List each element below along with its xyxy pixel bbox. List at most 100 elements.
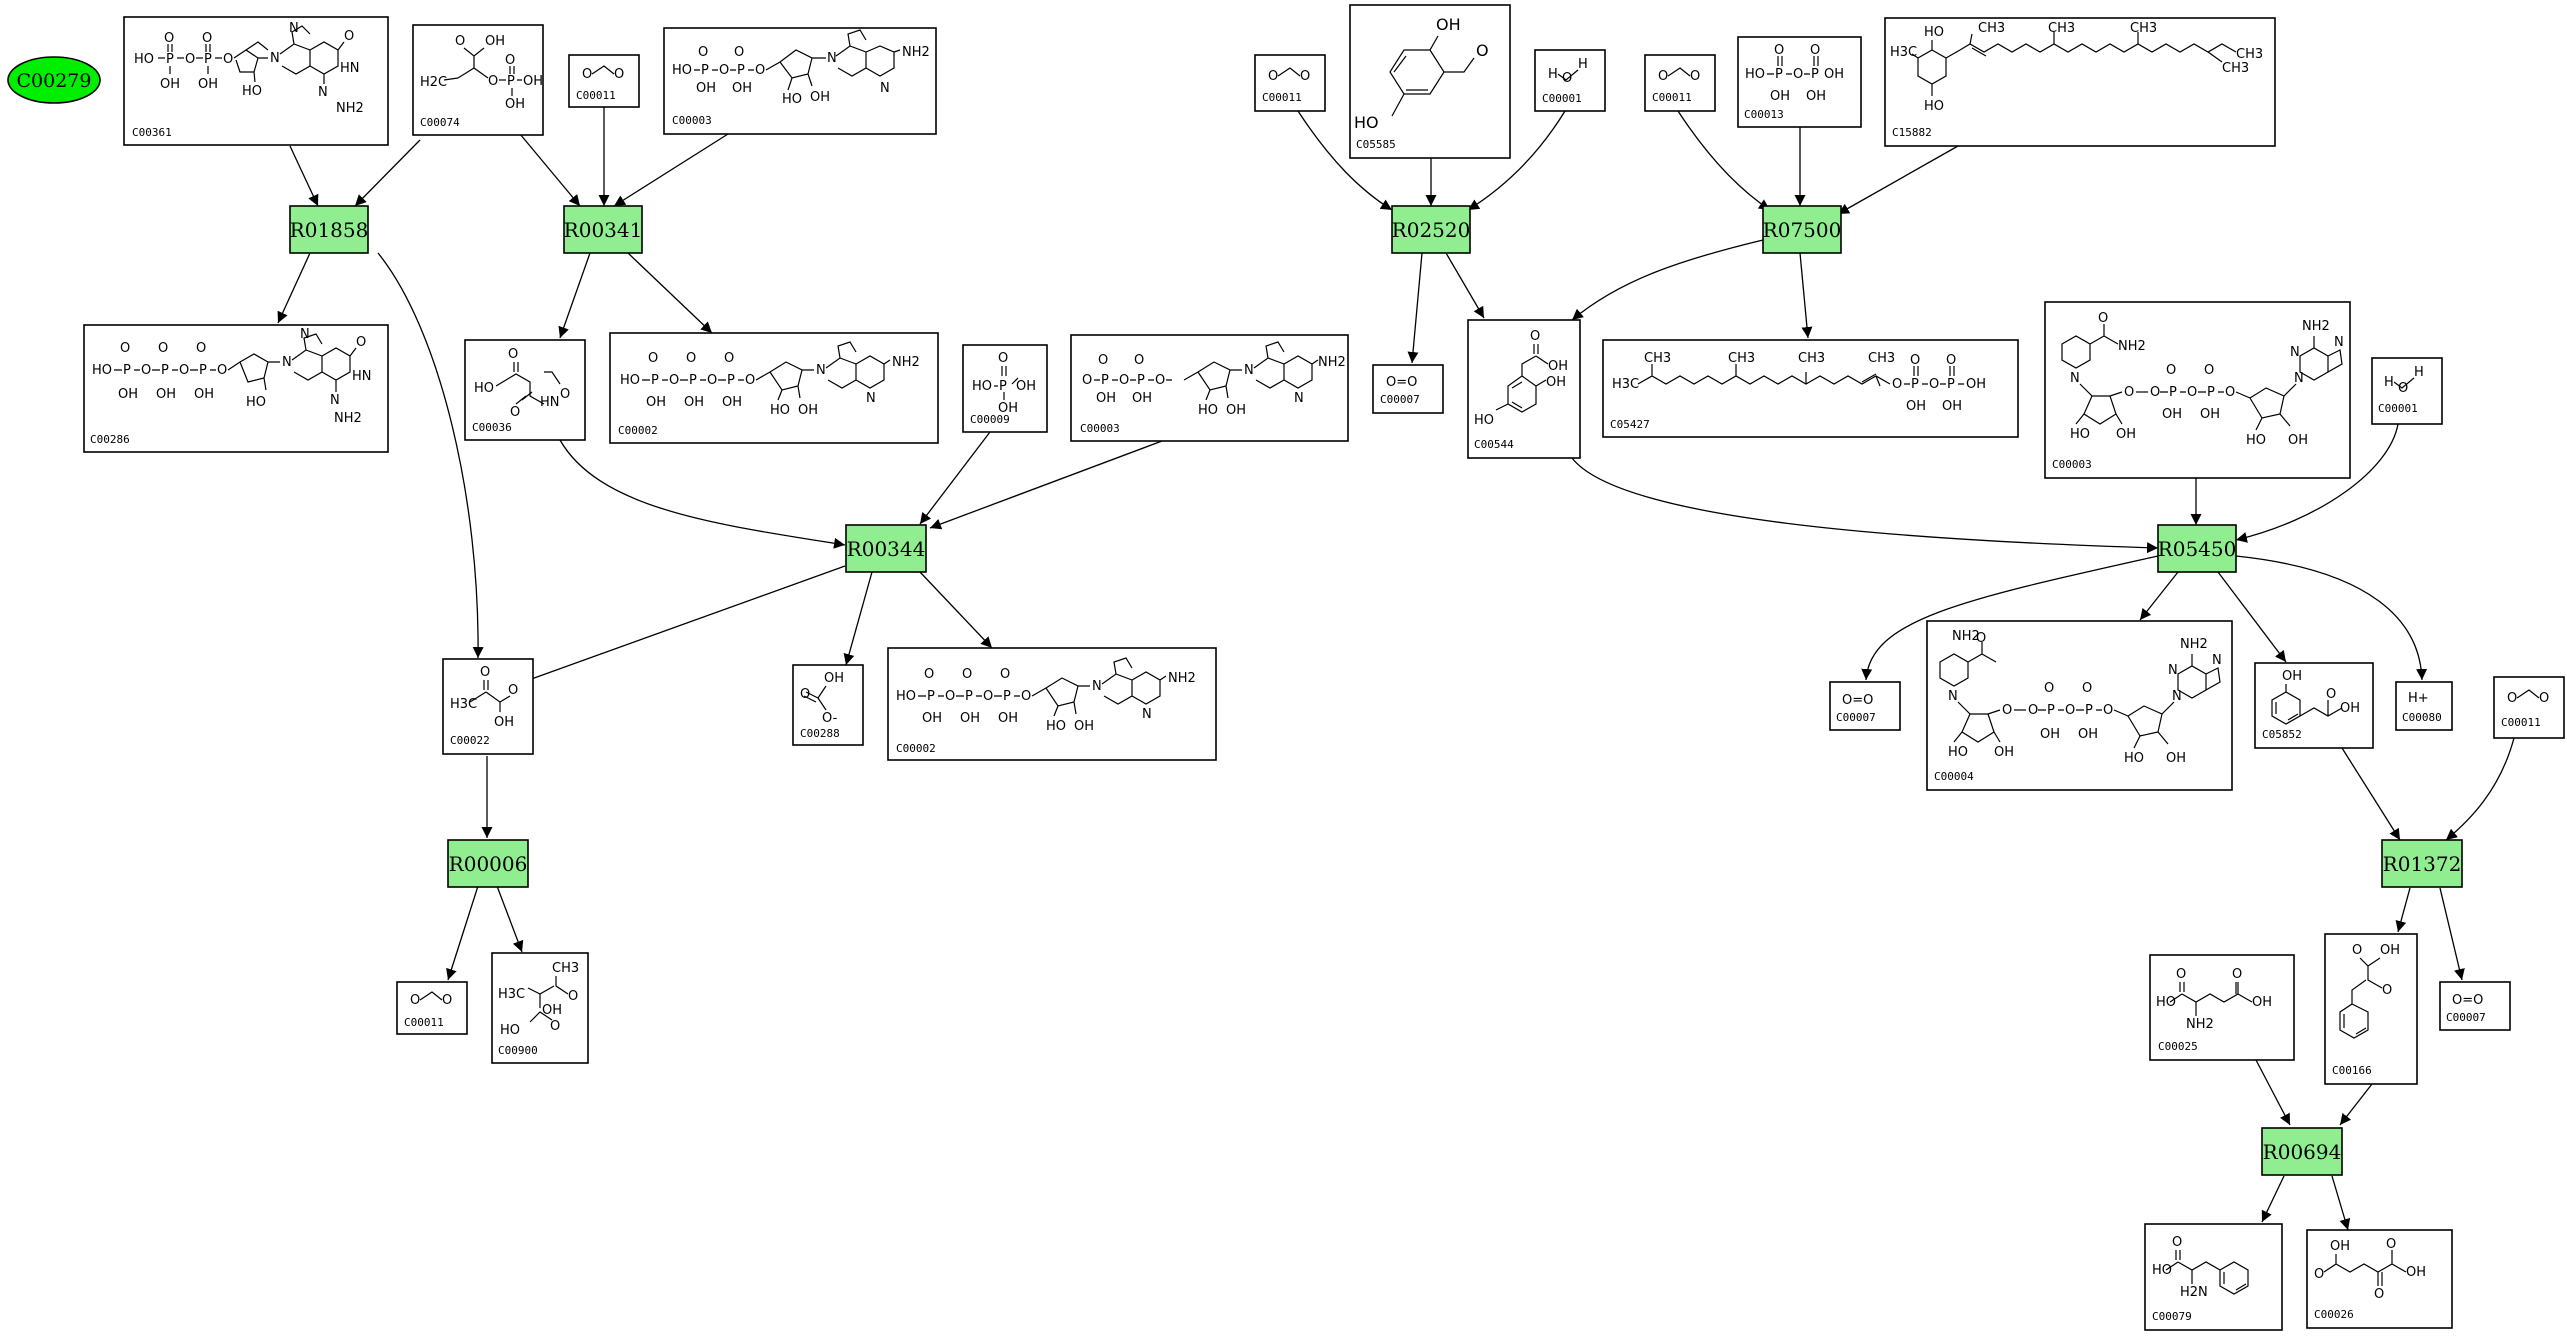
svg-text:OH: OH (1436, 15, 1461, 34)
structure-c00011: O O (2507, 689, 2549, 706)
svg-text:N: N (300, 327, 310, 342)
svg-text:N: N (1244, 363, 1254, 378)
compound-c00080[interactable]: H+ C00080 (2395, 681, 2453, 731)
compound-c00001-b[interactable]: H O H C00001 (2371, 357, 2443, 425)
compound-c00544[interactable]: O OH OH HO C00544 (1467, 319, 1581, 459)
edge-c00001b-r05450 (2235, 423, 2399, 543)
svg-text:O: O (2382, 983, 2392, 998)
compound-label: C00013 (1744, 108, 1784, 121)
edge-r00694-c00079 (2261, 1175, 2285, 1223)
compound-c00003-c[interactable]: O NH2 N HO OH O O P O P O O O OH OH HO O… (2044, 301, 2351, 479)
compound-c00011-a[interactable]: O O C00011 (568, 54, 640, 108)
reaction-r00694[interactable]: R00694 (2261, 1127, 2343, 1176)
svg-text:OH: OH (998, 401, 1018, 416)
svg-text:O: O (568, 989, 578, 1004)
compound-label: C00003 (1080, 422, 1120, 435)
edge-r05450-c05852 (2217, 571, 2287, 663)
compound-label: C00011 (1652, 91, 1692, 104)
compound-label: C00003 (672, 114, 712, 127)
compound-c05427[interactable]: H3C CH3 CH3 CH3 CH3 O P O P OH O O OH OH… (1602, 339, 2019, 438)
compound-c00007-c[interactable]: O=O C00007 (2439, 981, 2511, 1031)
reaction-r05450[interactable]: R05450 (2157, 524, 2237, 573)
reaction-r02520[interactable]: R02520 (1391, 205, 1471, 254)
compound-c00003-b[interactable]: O P O P O O O OH OH HO OH N NH2 N C00003 (1070, 334, 1349, 442)
svg-text:N: N (2168, 663, 2178, 678)
svg-text:NH2: NH2 (2302, 319, 2330, 334)
svg-text:O: O (2098, 311, 2108, 326)
compound-c00025[interactable]: O HO O OH NH2 C00025 (2149, 954, 2295, 1061)
structure-c00003-c: O NH2 N HO OH O O P O P O O O OH OH HO O… (2061, 311, 2344, 448)
svg-text:O: O (2002, 703, 2012, 718)
reaction-r00344[interactable]: R00344 (845, 524, 927, 573)
svg-text:O: O (1021, 689, 1031, 704)
svg-text:O: O (2386, 1237, 2396, 1252)
structure-c00001: H O H (1548, 57, 1588, 86)
compound-c00011-e[interactable]: O O C00011 (2493, 676, 2565, 739)
svg-text:O: O (698, 45, 708, 60)
compound-c00026[interactable]: OH O O OH O C00026 (2306, 1229, 2453, 1329)
svg-text:O: O (1929, 377, 1939, 392)
svg-text:OH: OH (485, 34, 505, 49)
reaction-r01372[interactable]: R01372 (2381, 839, 2463, 888)
svg-text:CH3: CH3 (2236, 47, 2263, 62)
compound-c00011-b[interactable]: O O C00011 (396, 981, 468, 1035)
compound-c00002-a[interactable]: HO P O P O P O O O O OH OH OH HO OH N NH… (609, 332, 939, 444)
edge-c00011d-r07500 (1677, 110, 1771, 211)
compound-c00022[interactable]: O H3C O OH C00022 (442, 658, 534, 755)
svg-text:OH: OH (998, 711, 1018, 726)
compound-c05585[interactable]: OH O HO C05585 (1349, 4, 1511, 159)
compound-c00007-b[interactable]: O=O C00007 (1829, 681, 1901, 731)
svg-text:O: O (141, 363, 151, 378)
svg-text:HO: HO (972, 379, 992, 394)
svg-text:OH: OH (2330, 1239, 2350, 1254)
compound-c00074[interactable]: O OH H2C O P OH O OH C00074 (412, 24, 544, 136)
compound-c00036[interactable]: O HO O HN O C00036 (464, 339, 586, 441)
svg-text:O: O (1810, 43, 1820, 58)
svg-text:HO: HO (782, 92, 802, 107)
svg-text:OH: OH (494, 715, 514, 730)
svg-text:OH: OH (1770, 89, 1790, 104)
compound-c00011-c[interactable]: O O C00011 (1254, 54, 1326, 112)
svg-text:N: N (2070, 371, 2080, 386)
compound-c00900[interactable]: CH3 H3C O OH HO O C00900 (491, 952, 589, 1064)
compound-c00013[interactable]: HO P O P OH O O OH OH C00013 (1737, 36, 1862, 128)
compound-c00002-b[interactable]: HO P O P O P O O O O OH OH OH HO OH N NH… (887, 647, 1217, 761)
edge-c00003-r00341 (613, 133, 729, 207)
svg-text:HO: HO (620, 373, 640, 388)
svg-text:CH3: CH3 (1728, 351, 1755, 366)
svg-text:NH2: NH2 (2118, 339, 2146, 354)
svg-text:CH3: CH3 (1868, 351, 1895, 366)
compound-c00011-d[interactable]: O O C00011 (1644, 54, 1716, 112)
edge-r01858-c00022 (377, 252, 484, 659)
structure-c00011: O O (1658, 67, 1700, 84)
compound-label: C00026 (2314, 1308, 2354, 1321)
compound-c00166[interactable]: O OH O C00166 (2324, 933, 2418, 1085)
compound-c05852[interactable]: OH O OH C05852 (2254, 662, 2374, 749)
reaction-r07500[interactable]: R07500 (1762, 205, 1842, 254)
compound-label: C00011 (404, 1016, 444, 1029)
start-node-label: C00279 (17, 70, 92, 92)
svg-text:CH3: CH3 (1978, 21, 2005, 36)
compound-c00286[interactable]: HO P O P O P O O O O OH OH OH HO N N O H… (83, 324, 389, 453)
svg-text:OH: OH (732, 81, 752, 96)
reaction-r00006[interactable]: R00006 (447, 839, 529, 888)
compound-c00004[interactable]: O NH2 N HO OH O O P O P O O O OH OH HO O… (1926, 620, 2233, 791)
svg-text:HO: HO (474, 381, 494, 396)
start-node-c00279[interactable]: C00279 (7, 56, 101, 104)
compound-c00001-a[interactable]: H O H C00001 (1534, 49, 1606, 112)
svg-text:O: O (2028, 703, 2038, 718)
compound-c00079[interactable]: O HO H2N C00079 (2144, 1223, 2283, 1331)
compound-c00003-a[interactable]: HO P O P O O O OH OH HO OH N NH2 N C0000… (663, 27, 937, 135)
compound-c00007-a[interactable]: O=O C00007 (1372, 364, 1444, 414)
compound-label: C00009 (970, 413, 1010, 426)
reaction-r01858[interactable]: R01858 (289, 205, 369, 254)
compound-c00009[interactable]: O HO P OH OH C00009 (962, 344, 1048, 433)
reaction-r00341[interactable]: R00341 (563, 205, 643, 254)
compound-c00361[interactable]: HO P O OH O P O OH O HO N N O HN N NH2 C… (123, 16, 389, 146)
svg-text:OH: OH (1226, 403, 1246, 418)
svg-text:O: O (1300, 69, 1310, 84)
compound-c15882[interactable]: HO H3C CH3 CH3 CH3 CH3 CH3 HO C15882 (1884, 17, 2276, 147)
svg-text:N: N (270, 51, 280, 66)
compound-c00288[interactable]: OH O O- C00288 (792, 664, 864, 746)
svg-text:HN: HN (340, 61, 360, 76)
